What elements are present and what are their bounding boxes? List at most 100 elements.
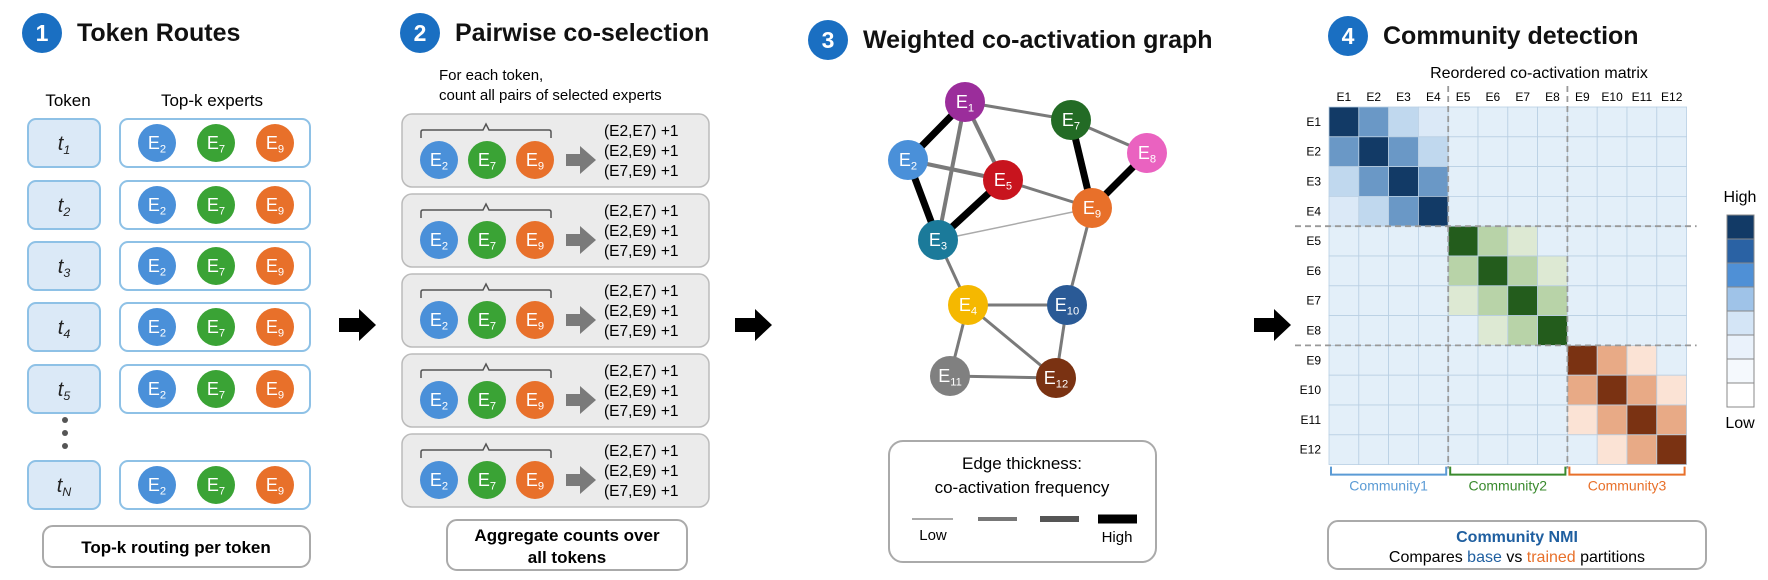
graph-edge — [937, 207, 1093, 241]
expert-circle — [516, 221, 554, 259]
expert-label: E9 — [266, 379, 284, 402]
expert-circle — [468, 221, 506, 259]
ellipsis-dots — [62, 417, 68, 449]
edge-legend-box — [888, 440, 1157, 563]
expert-circle — [197, 186, 235, 224]
matrix-cell — [1596, 374, 1628, 406]
matrix-cell — [1567, 344, 1598, 376]
community-label: Community3 — [1588, 478, 1667, 494]
expert-circle — [256, 370, 294, 408]
pair-count: (E2,E9) +1 — [604, 383, 679, 400]
colorbar-swatch — [1726, 286, 1755, 312]
expert-circle — [138, 186, 176, 224]
matrix-cell — [1596, 285, 1628, 316]
nmi-title: Community NMI — [1456, 529, 1578, 546]
matrix-col-label: E8 — [1545, 90, 1560, 104]
matrix-cell — [1388, 315, 1419, 346]
matrix-cell — [1447, 434, 1479, 465]
matrix-cell — [1596, 106, 1628, 138]
matrix-row-label: E3 — [1306, 175, 1321, 189]
matrix-cell — [1626, 404, 1658, 436]
matrix-cell — [1507, 106, 1539, 138]
expert-circle — [138, 466, 176, 504]
pair-count: (E7,E9) +1 — [604, 483, 679, 500]
step-badge-1 — [22, 13, 62, 53]
pair-count: (E7,E9) +1 — [604, 403, 679, 420]
matrix-cell — [1656, 285, 1688, 316]
matrix-cell — [1537, 404, 1568, 436]
matrix-cell — [1507, 166, 1539, 197]
experts-column-header: Top-k experts — [161, 91, 263, 110]
matrix-cell — [1358, 255, 1390, 287]
expert-label: E7 — [207, 317, 225, 340]
matrix-cell — [1537, 434, 1568, 465]
matrix-cell — [1626, 255, 1658, 287]
expert-label: E2 — [148, 133, 166, 156]
matrix-cell — [1537, 166, 1568, 197]
expert-label: E9 — [266, 256, 284, 279]
pair-count: (E2,E7) +1 — [604, 363, 679, 380]
matrix-cell — [1418, 374, 1449, 406]
matrix-cell — [1388, 255, 1419, 287]
nmi-desc-part2: vs — [1502, 549, 1527, 566]
matrix-row-label: E12 — [1300, 443, 1322, 457]
community-label: Community1 — [1349, 478, 1428, 494]
matrix-cell — [1656, 225, 1688, 257]
matrix-cell — [1507, 404, 1539, 436]
expert-circle — [468, 381, 506, 419]
graph-node-label: E3 — [929, 230, 947, 253]
matrix-col-label: E11 — [1632, 90, 1653, 104]
matrix-cell — [1656, 106, 1688, 138]
expert-circle — [256, 124, 294, 162]
expert-label: E9 — [526, 230, 544, 253]
matrix-cell — [1537, 255, 1568, 287]
graph-node-label: E2 — [899, 150, 917, 173]
panel-2-title: Pairwise co-selection — [455, 19, 709, 47]
graph-node-label: E12 — [1044, 368, 1068, 391]
matrix-subtitle: Reordered co-activation matrix — [1430, 65, 1648, 82]
matrix-cell — [1418, 255, 1449, 287]
matrix-cell — [1567, 404, 1598, 436]
expert-label: E2 — [430, 310, 448, 333]
matrix-cell — [1418, 106, 1449, 138]
nmi-desc-part3: partitions — [1576, 549, 1645, 566]
matrix-cell — [1328, 255, 1360, 287]
step-badge-1-number: 1 — [36, 20, 49, 46]
graph-node: E9 — [1072, 188, 1112, 228]
colorbar-swatch — [1726, 382, 1755, 408]
expert-label: E2 — [430, 230, 448, 253]
matrix-cell — [1388, 195, 1419, 227]
matrix-cell — [1358, 315, 1390, 346]
matrix-cell — [1596, 166, 1628, 197]
matrix-cell — [1507, 344, 1539, 376]
expert-label: E7 — [478, 230, 496, 253]
pair-brace — [420, 442, 552, 458]
expert-circle — [138, 124, 176, 162]
matrix-cell — [1477, 315, 1509, 346]
step-badge-3 — [808, 20, 848, 60]
token-label: tN — [57, 475, 72, 499]
matrix-cell — [1358, 136, 1390, 168]
matrix-col-label: E2 — [1366, 90, 1381, 104]
step-badge-4-number: 4 — [1342, 23, 1355, 49]
matrix-cell — [1418, 315, 1449, 346]
nmi-description: Compares base vs trained partitions — [1389, 549, 1645, 566]
matrix-cell — [1567, 106, 1598, 138]
matrix-cell — [1358, 225, 1390, 257]
expert-label: E9 — [266, 475, 284, 498]
nmi-box — [1327, 520, 1707, 570]
matrix-cell — [1328, 225, 1360, 257]
matrix-cell — [1596, 404, 1628, 436]
token-box — [27, 118, 101, 168]
matrix-col-label: E6 — [1486, 90, 1501, 104]
panel-2-footer-line2: all tokens — [528, 548, 606, 567]
graph-node-circle — [1127, 133, 1167, 173]
ellipsis-dot — [62, 430, 68, 436]
matrix-cell — [1596, 255, 1628, 287]
matrix-cell — [1626, 434, 1658, 465]
graph-node: E1 — [945, 82, 985, 122]
matrix-cell — [1418, 344, 1449, 376]
